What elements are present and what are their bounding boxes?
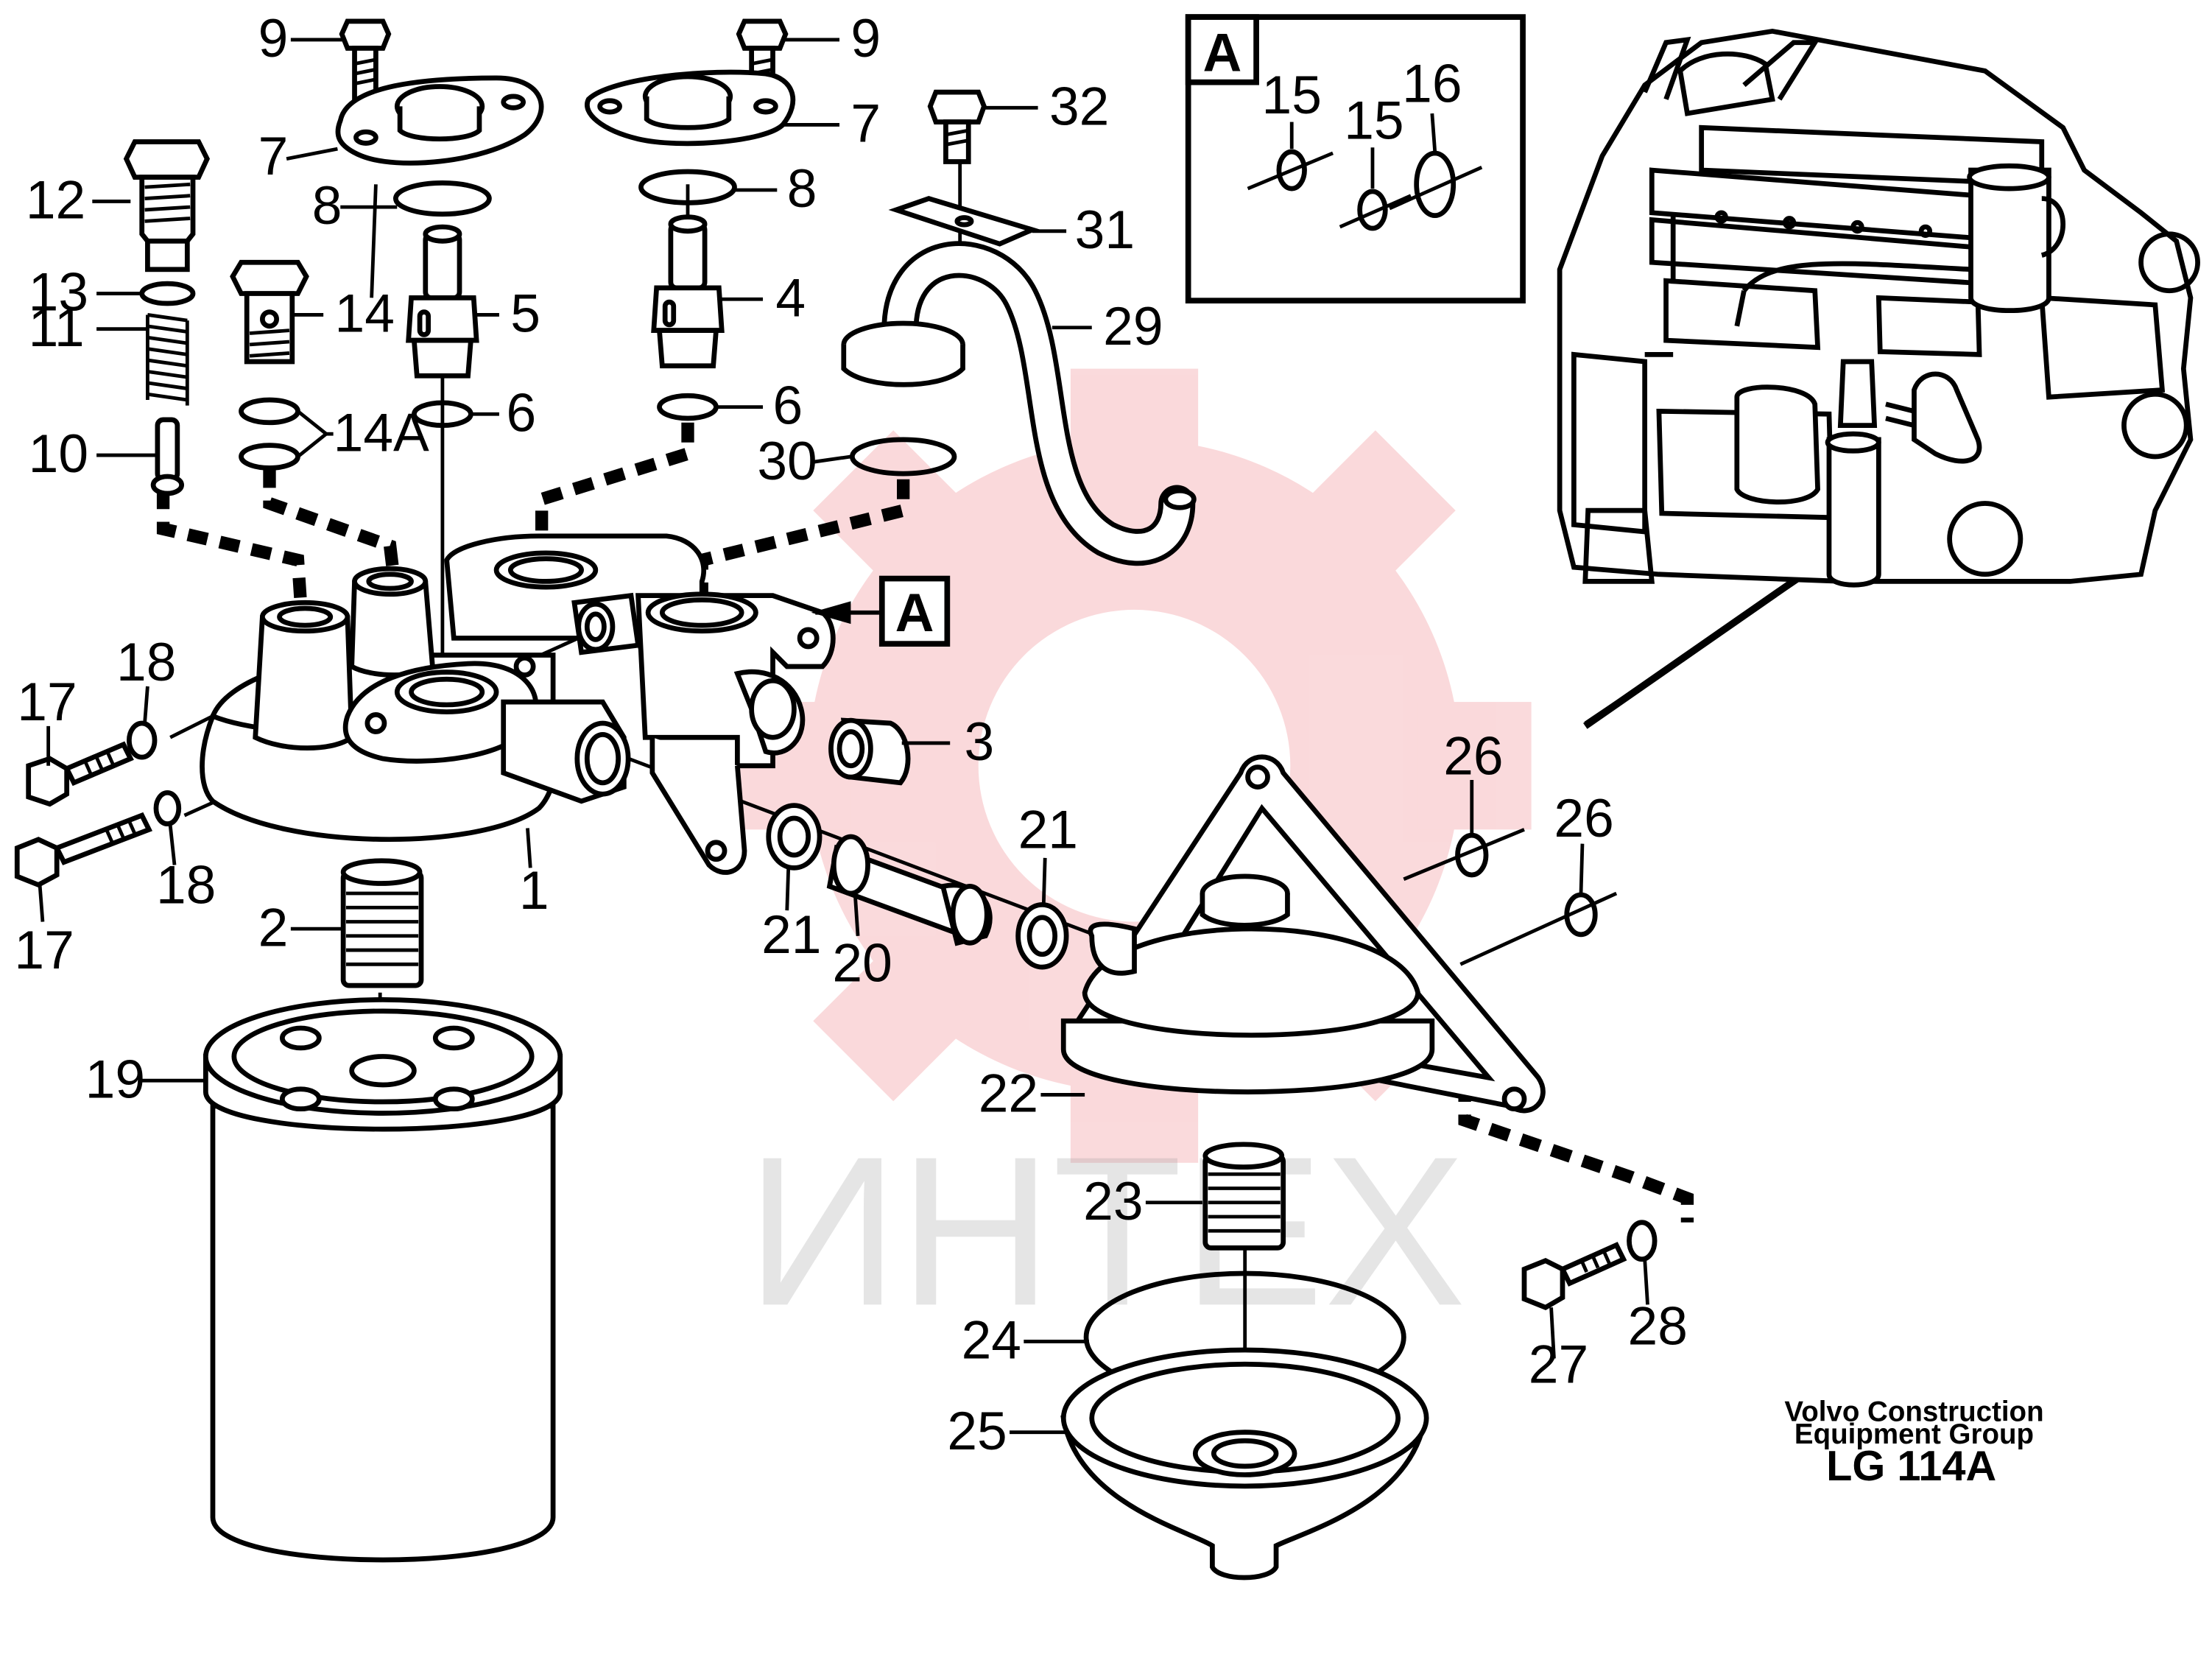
bolt-17-upper bbox=[26, 741, 134, 807]
label-9-right: 9 bbox=[850, 8, 881, 68]
detail-callout-a: A bbox=[811, 575, 951, 647]
label-8-left: 8 bbox=[312, 175, 342, 236]
callout-letter: A bbox=[895, 583, 934, 643]
bowl-25 bbox=[1060, 1347, 1429, 1581]
label-17-lower: 17 bbox=[14, 920, 74, 980]
plate-31 bbox=[888, 196, 1040, 247]
ring-6-right bbox=[657, 393, 719, 421]
label-24: 24 bbox=[962, 1310, 1021, 1371]
assembly-dashed-lines bbox=[156, 422, 1694, 1223]
org-line-2: Equipment Group bbox=[1794, 1418, 2034, 1450]
pin-10 bbox=[150, 417, 184, 496]
ring-14a-lower bbox=[239, 443, 300, 471]
filter-housing-22 bbox=[1060, 754, 1546, 1114]
spring-11 bbox=[146, 313, 189, 406]
label-1: 1 bbox=[519, 860, 549, 921]
part-labels: 9 9 7 7 8 8 12 13 11 10 14 14A 5 4 6 6 3… bbox=[14, 8, 1688, 1461]
detail-panel-a: A 15 15 16 bbox=[1185, 14, 1526, 304]
label-11: 11 bbox=[29, 298, 85, 358]
label-32: 32 bbox=[1049, 76, 1109, 136]
watermark-text: ИНТЕХ bbox=[746, 1113, 1466, 1350]
washer-28 bbox=[1627, 1220, 1658, 1262]
valve-5 bbox=[406, 224, 479, 379]
label-23: 23 bbox=[1083, 1171, 1143, 1231]
label-26-upper: 26 bbox=[1443, 725, 1503, 786]
washer-13 bbox=[139, 281, 196, 306]
label-20: 20 bbox=[832, 932, 892, 993]
label-26-lower: 26 bbox=[1554, 788, 1613, 848]
label-31: 31 bbox=[1075, 200, 1135, 260]
sleeve-3 bbox=[828, 717, 911, 786]
label-4: 4 bbox=[775, 267, 806, 328]
flange-7-right bbox=[585, 69, 796, 147]
label-7-left: 7 bbox=[258, 126, 289, 186]
label-21-left: 21 bbox=[761, 904, 821, 965]
label-2: 2 bbox=[258, 897, 289, 957]
seal-21-left bbox=[766, 803, 823, 871]
label-29: 29 bbox=[1103, 296, 1163, 356]
label-22: 22 bbox=[979, 1063, 1038, 1124]
label-6-left: 6 bbox=[507, 382, 537, 443]
o-ring-8-left bbox=[392, 180, 492, 217]
engine-inset bbox=[1557, 28, 2200, 588]
label-27: 27 bbox=[1529, 1334, 1588, 1394]
bolt-32 bbox=[927, 89, 987, 164]
org-line-1: Volvo Construction bbox=[1784, 1396, 2043, 1427]
drawing-footer: Volvo Construction Equipment Group LG 11… bbox=[1784, 1396, 2043, 1490]
filter-head-1 bbox=[200, 533, 836, 875]
label-10: 10 bbox=[29, 423, 88, 484]
label-17-upper: 17 bbox=[17, 672, 77, 732]
label-8-right: 8 bbox=[787, 158, 817, 219]
label-12: 12 bbox=[26, 170, 85, 231]
drawing-code: LG 114A bbox=[1826, 1443, 1996, 1490]
detail-label-15-b: 15 bbox=[1344, 91, 1403, 151]
o-ring-8-right bbox=[638, 169, 737, 205]
o-ring-30 bbox=[849, 437, 957, 477]
label-21-right: 21 bbox=[1018, 799, 1078, 859]
o-ring-26-upper bbox=[1455, 832, 1489, 878]
label-6-right: 6 bbox=[773, 376, 803, 436]
pipe-20 bbox=[826, 834, 993, 946]
banjo-bolt-14 bbox=[230, 259, 309, 365]
o-ring-26-lower bbox=[1564, 892, 1598, 938]
detail-label-16: 16 bbox=[1402, 54, 1462, 114]
label-19: 19 bbox=[85, 1049, 145, 1109]
detail-label-15-a: 15 bbox=[1262, 65, 1322, 125]
plug-12 bbox=[123, 139, 211, 273]
nipple-23 bbox=[1202, 1142, 1286, 1251]
flange-7-left bbox=[335, 75, 544, 166]
nipple-2 bbox=[340, 858, 424, 988]
washer-18-lower bbox=[153, 790, 182, 827]
bolt-27 bbox=[1521, 1242, 1627, 1310]
label-18-upper: 18 bbox=[116, 632, 176, 692]
hose-29 bbox=[841, 241, 1197, 566]
filter-cartridge-19 bbox=[202, 997, 563, 1563]
label-3: 3 bbox=[964, 711, 994, 772]
ring-14a-upper bbox=[239, 397, 300, 426]
valve-4 bbox=[651, 214, 725, 369]
bolt-9-left bbox=[339, 18, 392, 102]
label-25: 25 bbox=[947, 1401, 1007, 1461]
label-14a: 14A bbox=[334, 402, 429, 463]
label-14: 14 bbox=[335, 284, 395, 344]
bolt-17-lower bbox=[14, 812, 153, 888]
label-18-lower: 18 bbox=[156, 854, 216, 915]
label-5: 5 bbox=[510, 284, 540, 344]
washer-18-upper bbox=[127, 720, 158, 760]
label-30: 30 bbox=[757, 431, 817, 491]
label-13: 13 bbox=[29, 262, 88, 323]
label-28: 28 bbox=[1628, 1295, 1688, 1356]
label-9-left: 9 bbox=[258, 8, 289, 68]
label-7-right: 7 bbox=[850, 94, 881, 154]
detail-panel-tag: A bbox=[1202, 22, 1241, 82]
seal-21-right bbox=[1015, 902, 1069, 970]
